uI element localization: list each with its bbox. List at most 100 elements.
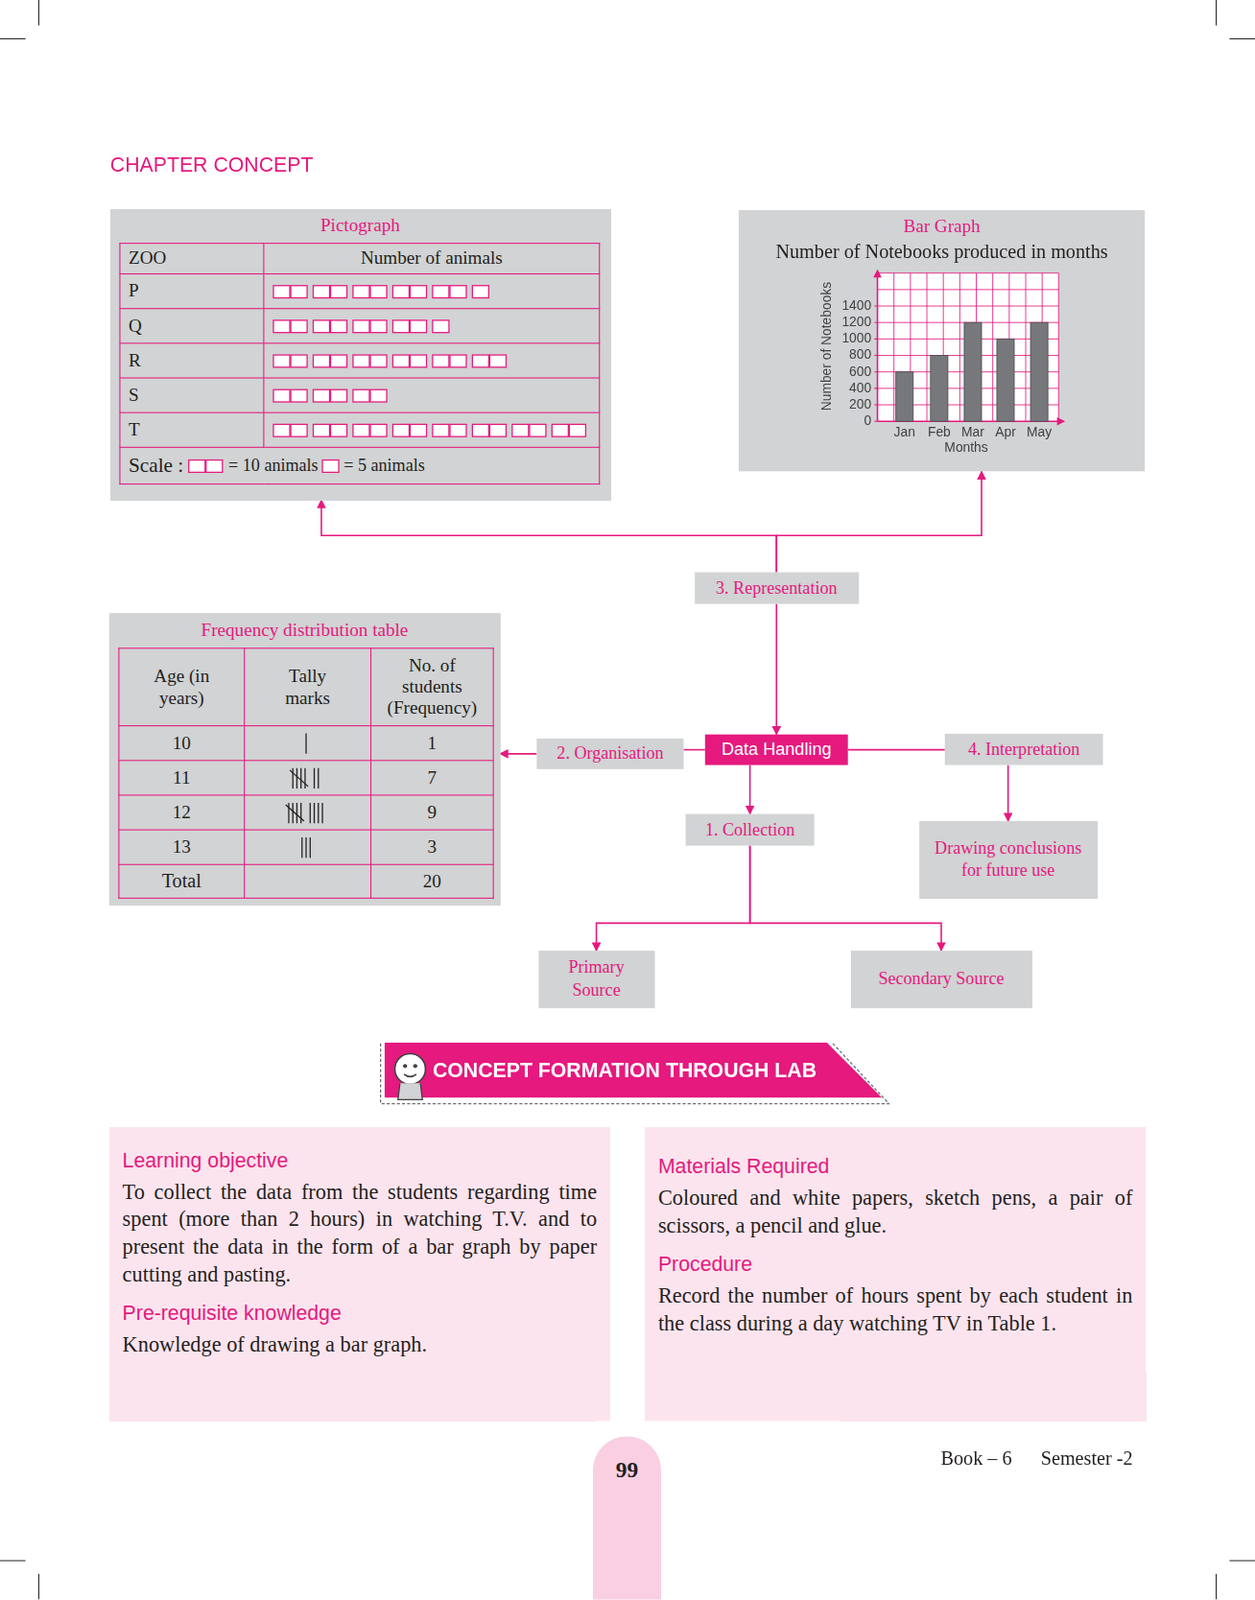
tally-marks bbox=[288, 765, 327, 791]
mascot-eye bbox=[413, 1064, 418, 1068]
box-label: 1. Collection bbox=[705, 818, 795, 841]
tally-marks bbox=[284, 800, 332, 826]
table-text: R bbox=[128, 350, 256, 372]
tick bbox=[874, 306, 877, 308]
box-label: Data Handling bbox=[721, 738, 832, 761]
panel-heading: Bar Graph bbox=[738, 215, 1145, 237]
table-text: 3 bbox=[379, 836, 486, 858]
table-row: 12 9 bbox=[118, 795, 494, 830]
concept-box: Drawing conclusions for future use bbox=[919, 821, 1097, 900]
table-row: 117 bbox=[118, 760, 494, 796]
month-label: Jan bbox=[886, 424, 924, 440]
icon-square bbox=[206, 459, 223, 473]
grid-line bbox=[926, 273, 928, 422]
mascot-body bbox=[398, 1083, 424, 1100]
icon-square bbox=[370, 319, 387, 332]
table-text: 9 bbox=[379, 802, 486, 824]
icon-square bbox=[290, 319, 308, 332]
tally-stroke bbox=[317, 802, 319, 823]
table-cell bbox=[244, 829, 372, 865]
axis-title: Number of Notebooks bbox=[818, 275, 834, 419]
connector bbox=[775, 604, 778, 735]
banner-text: CONCEPT FORMATION THROUGH LAB bbox=[432, 1059, 817, 1083]
section-body: Coloured and white papers, sketch pens, … bbox=[658, 1184, 1133, 1240]
icon-square bbox=[489, 424, 506, 437]
table-cell: R bbox=[119, 343, 264, 379]
page-number: 99 bbox=[592, 1457, 662, 1485]
tally-strike bbox=[285, 805, 305, 822]
icon-square bbox=[273, 424, 290, 437]
table-text: 11 bbox=[127, 767, 237, 789]
icon-square bbox=[392, 355, 409, 368]
icon-square bbox=[409, 424, 427, 437]
table-cell: 12 bbox=[118, 795, 245, 830]
table-cell: P bbox=[119, 274, 264, 309]
icon-square bbox=[432, 424, 450, 437]
mascot-head bbox=[395, 1054, 427, 1086]
lab-card: Learning objectiveTo collect the data fr… bbox=[109, 1127, 611, 1421]
icon-square bbox=[449, 355, 467, 368]
table-row: 13 3 bbox=[118, 829, 494, 865]
month-label: Mar bbox=[954, 424, 992, 440]
tally-stroke bbox=[313, 802, 315, 823]
tick bbox=[874, 403, 877, 405]
tick bbox=[874, 387, 877, 389]
animal-icons bbox=[188, 457, 228, 474]
icon-square bbox=[472, 284, 489, 298]
banner-fill bbox=[384, 1042, 882, 1098]
table-row: Q bbox=[119, 308, 600, 344]
tally-stroke bbox=[321, 802, 323, 823]
table-text: S bbox=[128, 384, 256, 406]
table-text: Q bbox=[128, 315, 256, 337]
connector bbox=[776, 471, 982, 572]
table-cell: 13 bbox=[118, 829, 245, 865]
grid-line bbox=[877, 288, 1060, 290]
icon-square bbox=[489, 355, 506, 368]
month-label: Apr bbox=[987, 424, 1024, 440]
tally-stroke bbox=[305, 837, 307, 858]
table-heading: Tally marks bbox=[277, 665, 339, 710]
tally-stroke bbox=[296, 767, 298, 788]
icon-square bbox=[392, 424, 409, 437]
box-label: Secondary Source bbox=[877, 968, 1004, 991]
page-number-pill: 99 bbox=[592, 1436, 662, 1600]
table-cell: No. of students (Frequency) bbox=[371, 648, 495, 727]
table-text: Total bbox=[127, 870, 237, 893]
tally-stroke bbox=[308, 837, 310, 858]
icon-square bbox=[551, 424, 569, 437]
icon-square bbox=[290, 355, 308, 368]
mascot-mouth bbox=[403, 1074, 417, 1078]
icon-square bbox=[432, 319, 450, 332]
icon-square bbox=[273, 319, 290, 332]
animal-icons bbox=[272, 317, 452, 334]
icon-square bbox=[312, 284, 330, 298]
table-row: T bbox=[119, 412, 600, 448]
connector bbox=[321, 499, 777, 573]
table-cell bbox=[263, 412, 600, 448]
bar bbox=[964, 322, 982, 422]
table-cell bbox=[244, 760, 372, 796]
icon-square bbox=[392, 319, 409, 332]
scale-text: = 5 animals bbox=[343, 455, 426, 476]
central-box: Data Handling bbox=[705, 734, 849, 766]
grid-line bbox=[992, 273, 994, 422]
axis-arrow bbox=[1057, 417, 1066, 427]
section-heading: Procedure bbox=[658, 1252, 1133, 1278]
table-cell: Age (in years) bbox=[118, 648, 245, 727]
table-row: R bbox=[119, 343, 600, 379]
frequency-table: Age (in years) Tally marks No. of students… bbox=[118, 647, 494, 900]
table-cell: Q bbox=[119, 308, 264, 344]
panel-heading: Pictograph bbox=[110, 214, 611, 237]
icon-square bbox=[353, 284, 370, 298]
icon-square bbox=[392, 284, 409, 298]
table-cell: 9 bbox=[371, 795, 495, 830]
table-cell: 3 bbox=[371, 829, 495, 865]
icon-square bbox=[512, 424, 529, 437]
table-row: 101 bbox=[118, 726, 494, 761]
footer-text: Semester -2 bbox=[1041, 1447, 1134, 1470]
table-cell: Scale := 10 animals= 5 animals bbox=[119, 447, 600, 484]
table-cell: S bbox=[119, 378, 264, 413]
icon-square bbox=[449, 284, 467, 298]
animal-icons bbox=[272, 283, 493, 300]
